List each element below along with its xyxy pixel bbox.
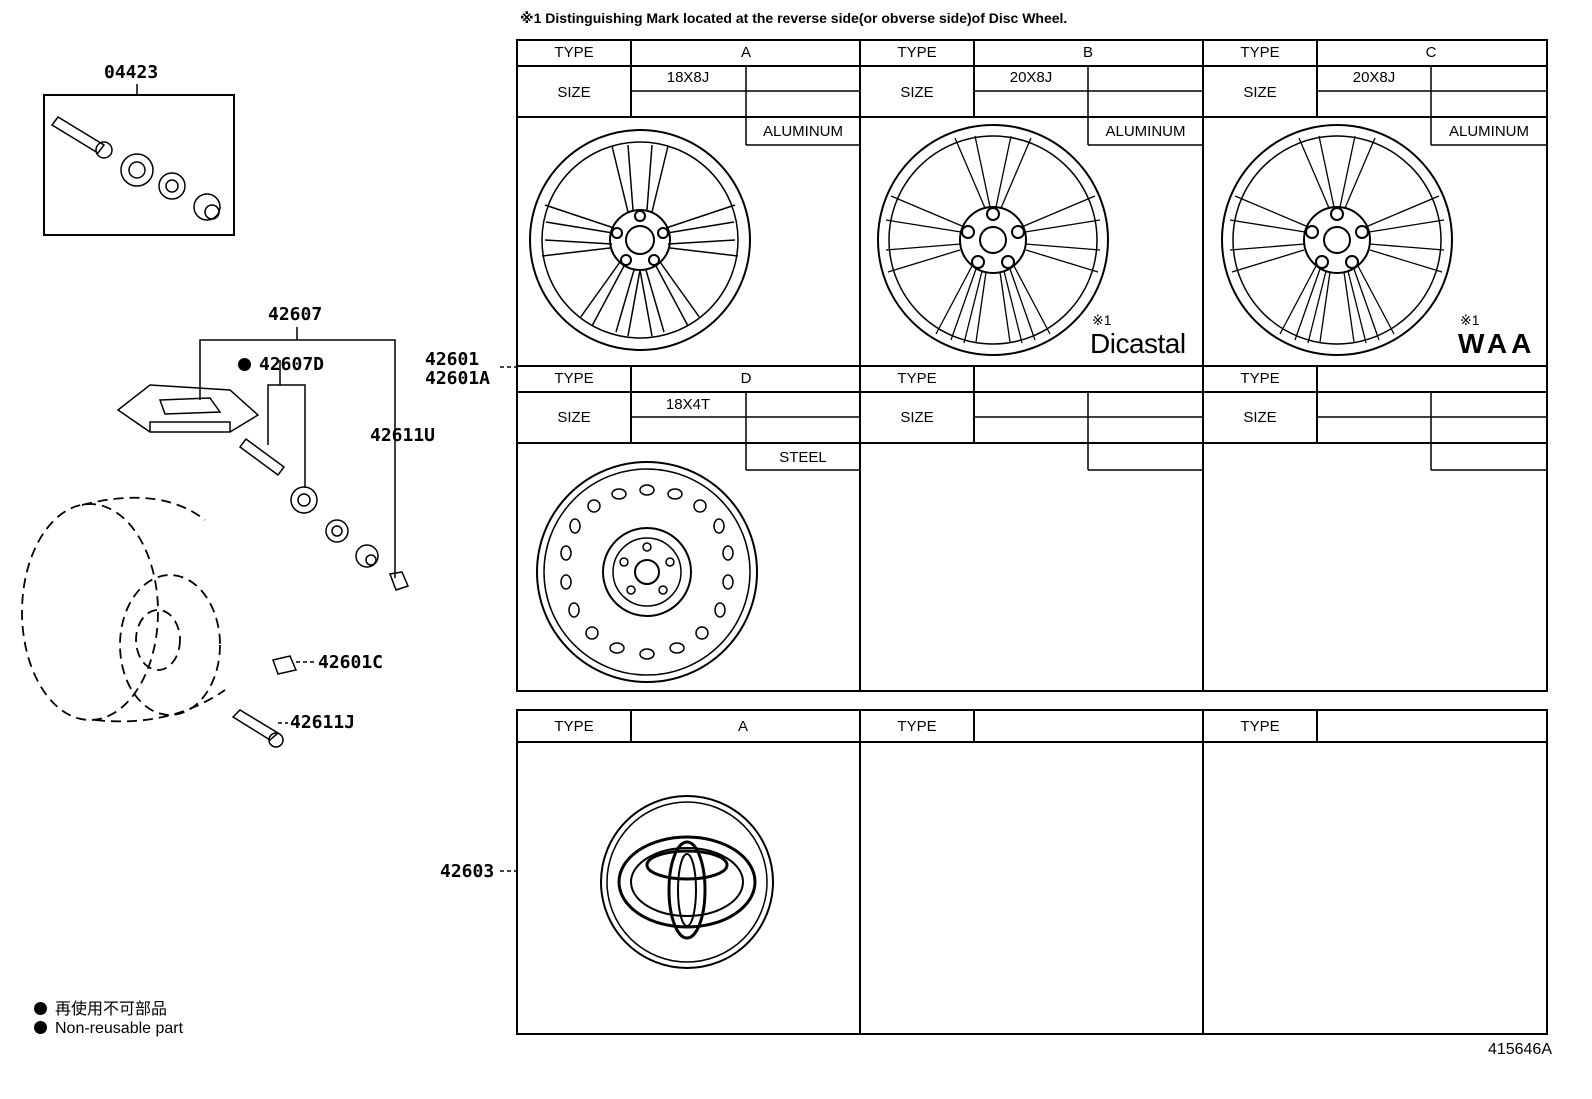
type-label: TYPE — [1240, 370, 1280, 387]
part-number-42607d: 42607D — [238, 354, 324, 375]
wheel-size-value: 18X8J — [666, 69, 710, 86]
non-reusable-bullet-icon — [34, 1021, 47, 1034]
mark-reference: ※1 — [1092, 312, 1112, 328]
size-label: SIZE — [1243, 84, 1277, 101]
dicastal-mark: Dicastal — [1090, 328, 1186, 359]
distinguishing-mark-note: ※1 Distinguishing Mark located at the re… — [520, 10, 1068, 26]
size-label: SIZE — [1243, 409, 1277, 426]
size-label: SIZE — [557, 84, 591, 101]
type-label: TYPE — [554, 370, 594, 387]
wheel-d-illustration — [536, 461, 758, 683]
cap-table-frame — [516, 709, 1548, 1035]
wheel-type-value: B — [1082, 44, 1094, 61]
part-number-42611j: 42611J — [290, 712, 356, 733]
type-label: TYPE — [1240, 718, 1280, 735]
type-label: TYPE — [1240, 44, 1280, 61]
valve-kit-box — [43, 94, 235, 236]
type-label: TYPE — [554, 44, 594, 61]
size-label: SIZE — [900, 409, 934, 426]
size-label: SIZE — [900, 84, 934, 101]
type-label: TYPE — [897, 44, 937, 61]
part-number-42601c: 42601C — [318, 652, 384, 673]
wheel-size-value: 18X4T — [665, 396, 711, 413]
part-number-42603: 42603 — [440, 861, 495, 882]
non-reusable-bullet-icon — [238, 358, 251, 371]
legend-jp: 再使用不可部品 — [34, 995, 167, 1019]
tpms-sensor-shape — [116, 384, 410, 591]
illustration-reference-number: 415646A — [1487, 1041, 1552, 1058]
wheel-material: STEEL — [779, 449, 827, 466]
size-label: SIZE — [557, 409, 591, 426]
wheel-size-value: 20X8J — [1009, 69, 1053, 86]
wheel-size-value: 20X8J — [1352, 69, 1396, 86]
wheel-type-value: C — [1425, 44, 1437, 61]
waa-mark: WAA — [1458, 328, 1536, 359]
type-label: TYPE — [897, 718, 937, 735]
wheel-material: ALUMINUM — [1448, 123, 1529, 140]
wheel-type-value: D — [740, 370, 752, 387]
type-label: TYPE — [554, 718, 594, 735]
wheel-type-value: A — [740, 44, 752, 61]
tire-outline — [21, 496, 226, 723]
part-number-04423: 04423 — [104, 62, 159, 83]
part-number-42607d-text: 42607D — [259, 354, 325, 375]
wheel-material: ALUMINUM — [1105, 123, 1186, 140]
mark-reference: ※1 — [1460, 312, 1480, 328]
legend-jp-text: 再使用不可部品 — [55, 1001, 168, 1018]
legend-en: Non-reusable part — [34, 1020, 183, 1038]
wheel-a-illustration — [529, 129, 751, 351]
wheel-b-illustration — [877, 124, 1109, 356]
part-number-42611u: 42611U — [370, 425, 436, 446]
valve-kit-parts — [50, 116, 221, 221]
legend-en-text: Non-reusable part — [55, 1020, 184, 1037]
part-number-42601a: 42601A — [425, 368, 491, 389]
non-reusable-bullet-icon — [34, 1002, 47, 1015]
part-number-42607: 42607 — [268, 304, 323, 325]
wheel-material: ALUMINUM — [762, 123, 843, 140]
cap-type-value: A — [737, 718, 749, 735]
wheel-cap-emblem — [600, 795, 774, 969]
part-number-42601: 42601 — [425, 349, 480, 370]
type-label: TYPE — [897, 370, 937, 387]
wheel-c-illustration — [1221, 124, 1453, 356]
